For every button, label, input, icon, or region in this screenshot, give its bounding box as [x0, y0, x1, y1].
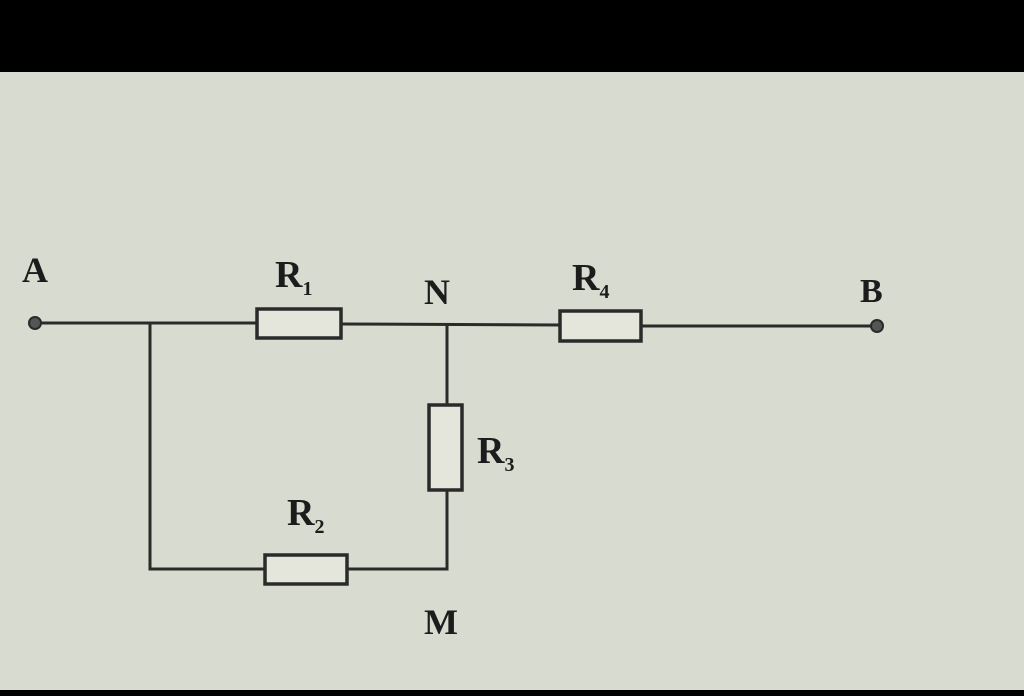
resistor-r4 — [558, 309, 643, 343]
node-label-a: A — [22, 250, 48, 290]
wire-r2-m-r3 — [347, 490, 449, 571]
label-r2: R2 — [287, 492, 324, 538]
resistor-r1 — [255, 307, 343, 340]
wire-r1-n — [340, 322, 561, 327]
resistor-r2 — [263, 553, 349, 586]
node-label-b: B — [860, 273, 883, 310]
diagram-sheet — [0, 72, 1024, 690]
label-r1: R1 — [275, 254, 312, 300]
node-label-m: M — [424, 602, 458, 642]
resistor-r3 — [427, 403, 464, 492]
label-r4: R4 — [572, 257, 609, 303]
label-r3: R3 — [477, 430, 514, 476]
terminal-a — [28, 316, 42, 330]
terminal-b — [870, 319, 884, 333]
wire-a-r2 — [148, 323, 265, 571]
node-label-n: N — [424, 272, 450, 312]
